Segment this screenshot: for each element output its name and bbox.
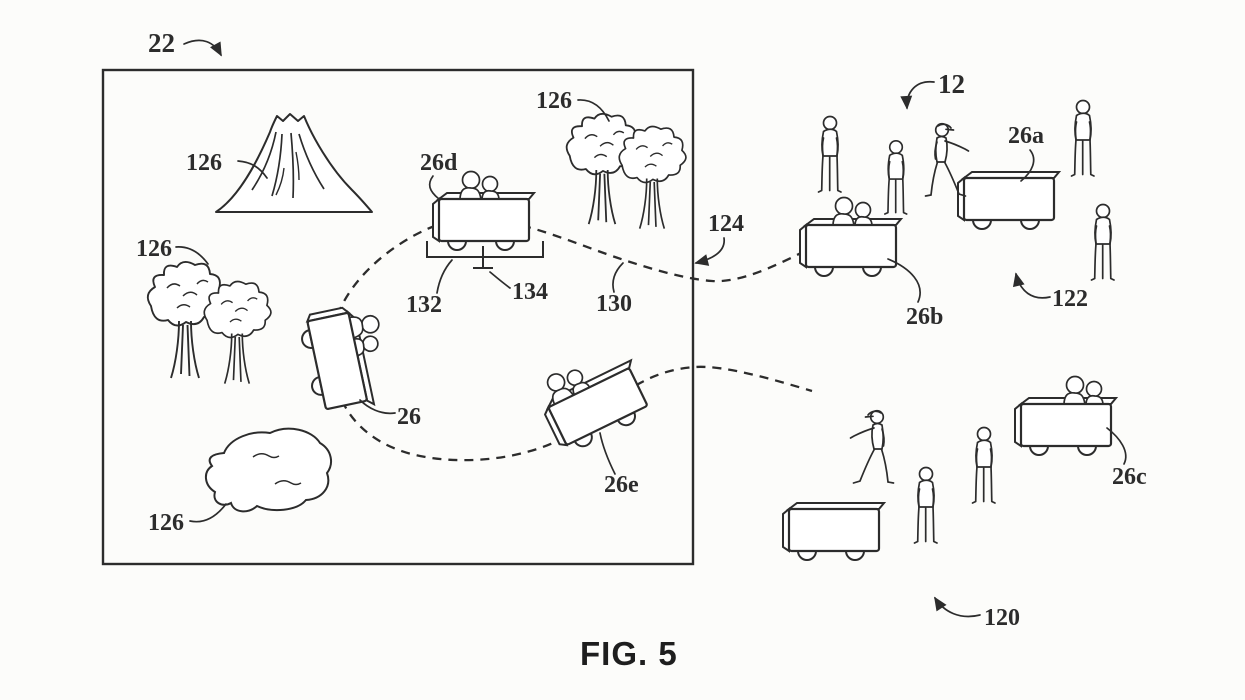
leader-arrow-124	[694, 237, 725, 266]
figure-caption: FIG. 5	[580, 635, 678, 672]
pond-scenery	[205, 427, 333, 513]
leader-arrow-22	[183, 39, 222, 57]
ref-label-120: 120	[984, 605, 1020, 631]
leader-26	[359, 399, 396, 415]
ref-label-126-pond: 126	[148, 510, 184, 536]
ref-label-124: 124	[708, 211, 744, 237]
ref-label-126-trees-right: 126	[536, 88, 572, 114]
ref-label-26b: 26b	[906, 304, 943, 330]
leader-26e	[599, 432, 616, 475]
leader-134	[489, 271, 511, 289]
ref-label-126-mountain: 126	[186, 150, 222, 176]
leader-26c	[1106, 427, 1127, 465]
attraction-boundary-box	[101, 68, 695, 566]
mountain-scenery	[215, 113, 373, 213]
leader-126-pond	[189, 503, 227, 523]
ride-vehicle-26a	[957, 171, 1060, 231]
reference-leaders	[175, 39, 1127, 618]
ref-label-126-trees-left: 126	[136, 236, 172, 262]
ref-label-26d: 26d	[420, 150, 458, 176]
ref-label-26a: 26a	[1008, 123, 1044, 149]
ref-label-132: 132	[406, 292, 442, 318]
leader-26a	[1020, 149, 1035, 182]
ride-vehicle-empty	[782, 502, 885, 562]
ref-label-134: 134	[512, 279, 548, 305]
leader-132	[436, 259, 453, 294]
leader-26d	[428, 175, 440, 200]
vehicle-platform-bracket	[426, 241, 544, 258]
leader-arrow-122	[1012, 272, 1051, 299]
ref-label-26c: 26c	[1112, 464, 1147, 490]
leader-126-mountain	[237, 160, 268, 179]
ref-label-22: 22	[148, 28, 175, 58]
leader-130	[612, 262, 624, 293]
leader-arrow-12	[900, 81, 935, 110]
leader-126-trees-left	[175, 246, 209, 265]
ref-label-26e: 26e	[604, 472, 639, 498]
leader-26b	[887, 258, 921, 303]
leader-126-trees-right	[577, 99, 610, 122]
leader-arrow-120	[934, 596, 981, 618]
ref-label-26: 26	[397, 404, 421, 430]
ref-label-130: 130	[596, 291, 632, 317]
ref-label-12: 12	[938, 69, 965, 99]
ref-label-122: 122	[1052, 286, 1088, 312]
vehicle-support-mark	[473, 246, 493, 269]
